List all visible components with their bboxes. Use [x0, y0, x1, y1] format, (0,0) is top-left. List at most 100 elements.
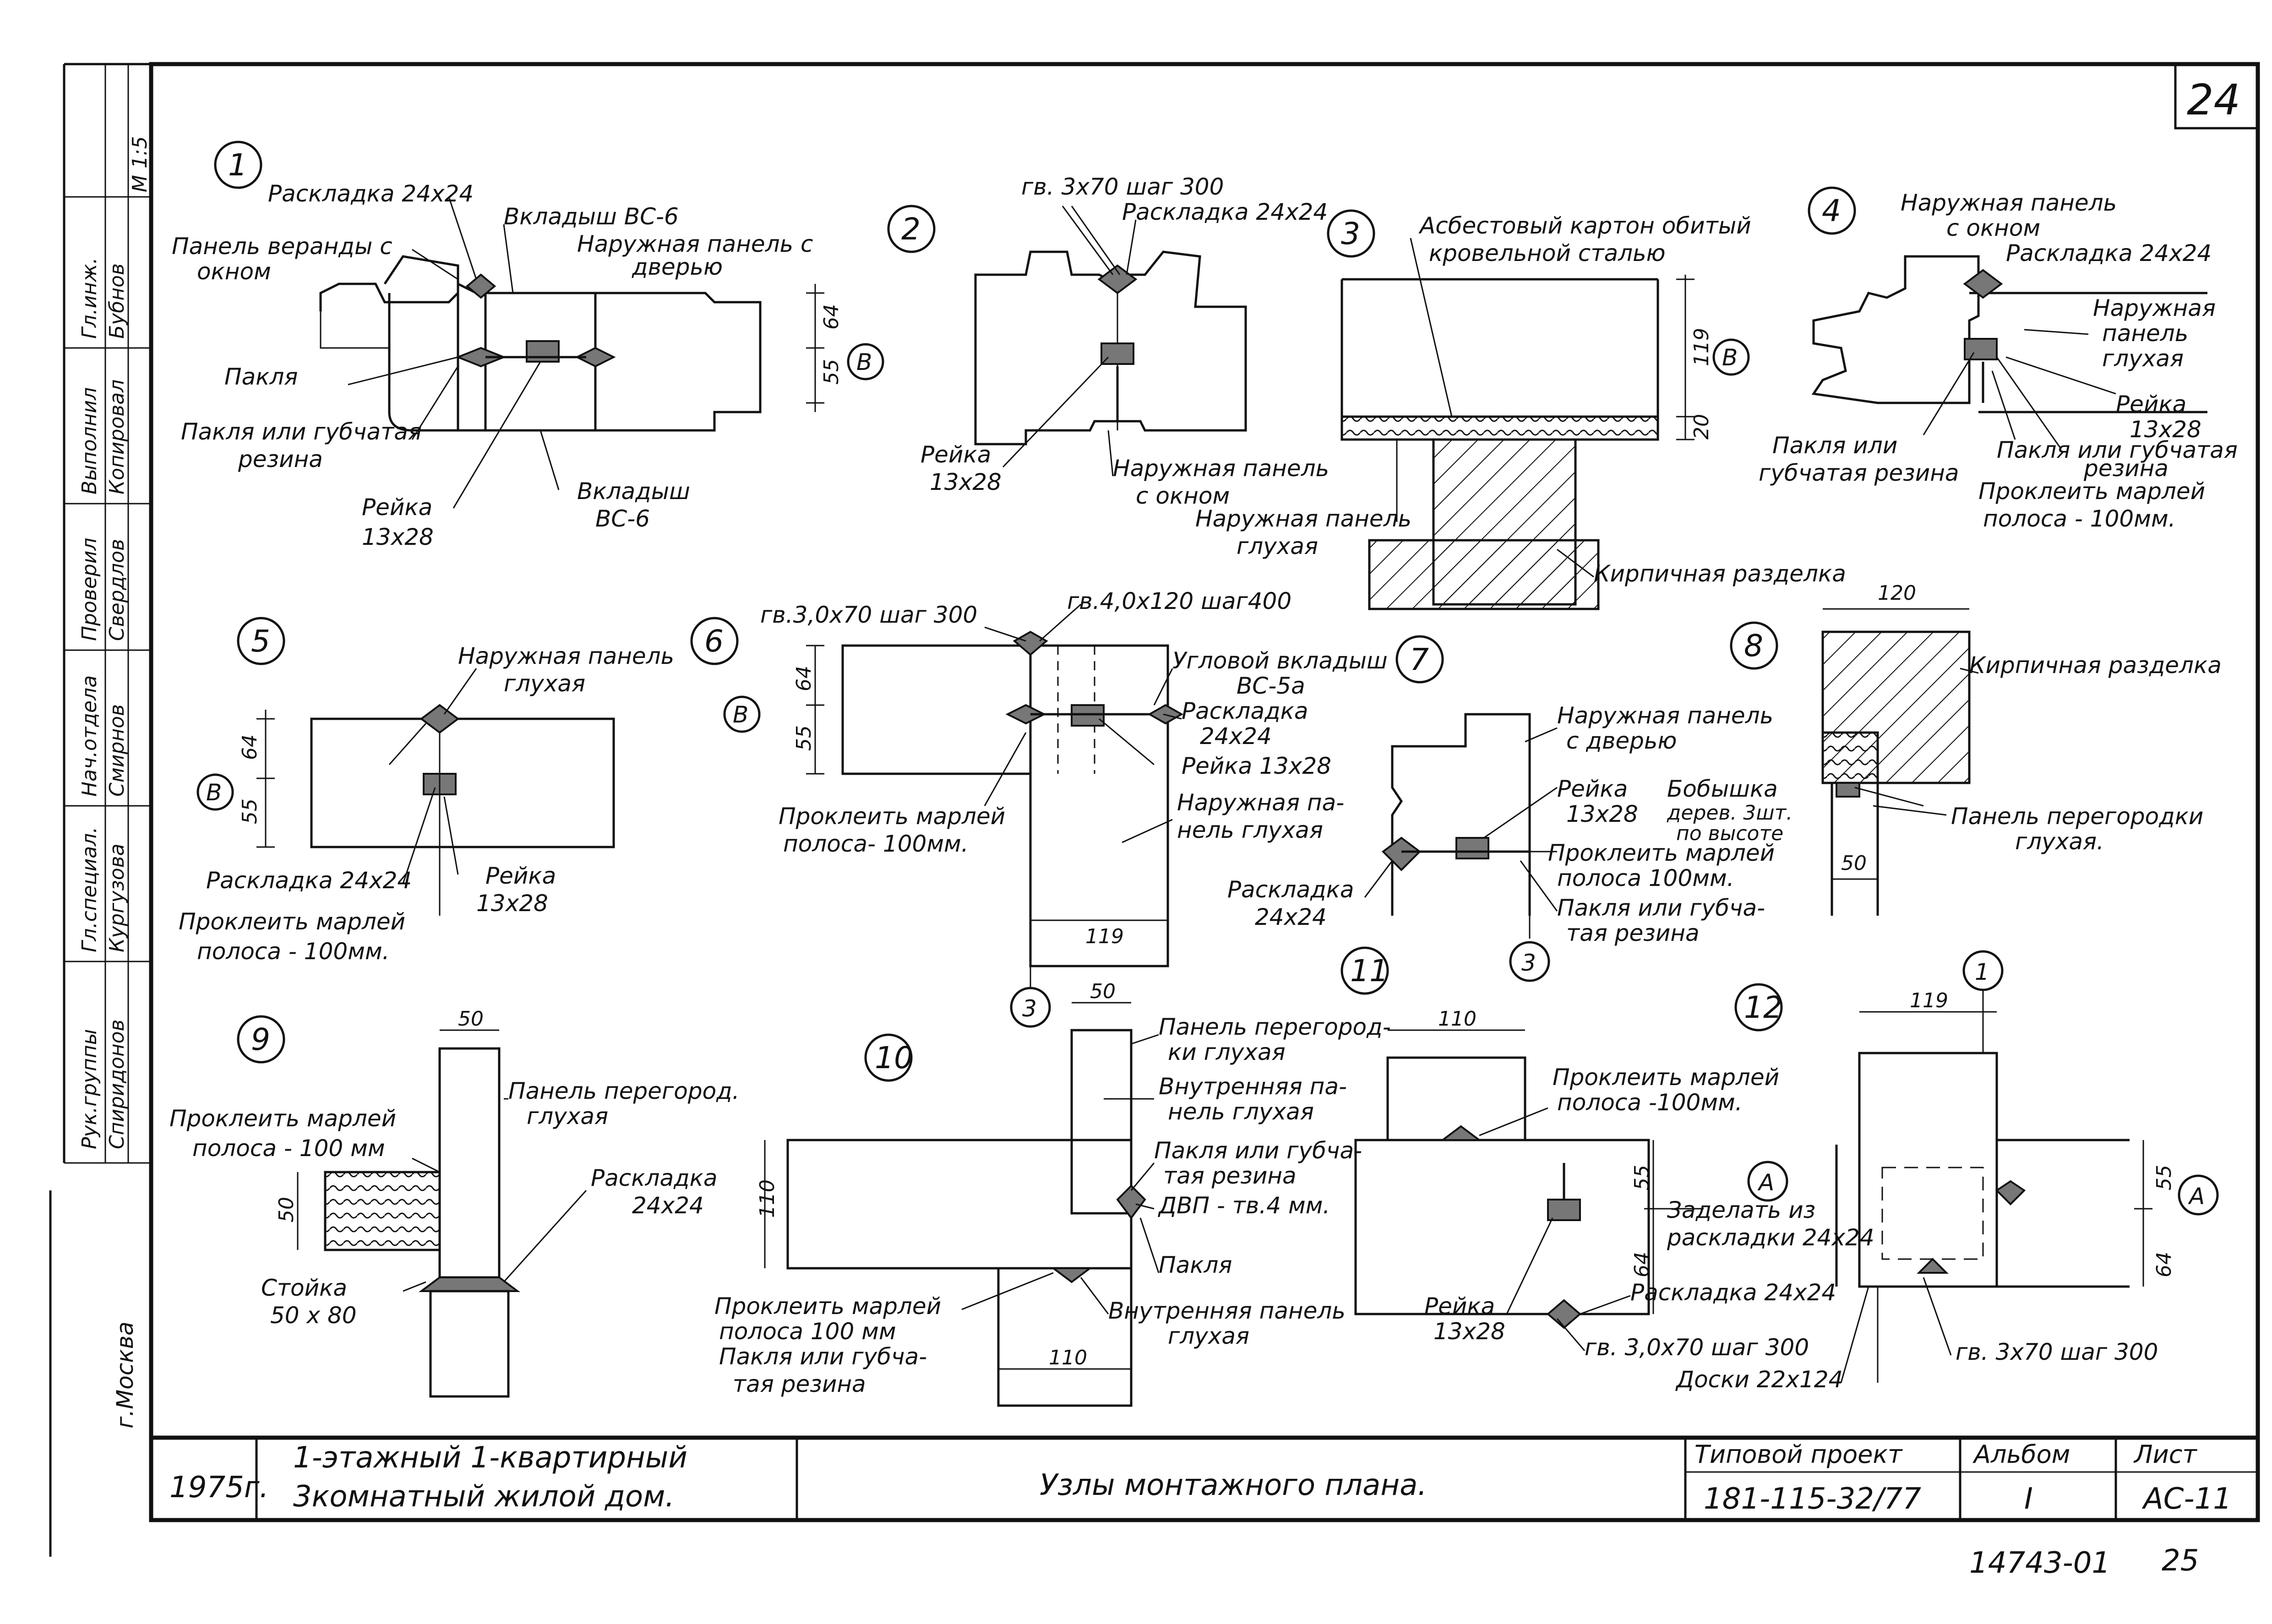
node-4-label-a: Наружная панель	[1901, 190, 2117, 216]
node-5-label-g: полоса - 100мм.	[197, 938, 390, 965]
tb-album-label: Альбом	[1972, 1440, 2070, 1469]
node-2-number: 2	[901, 212, 921, 247]
node-9-label-d: глухая	[527, 1103, 608, 1130]
node-3-label-b: кровельной сталью	[1429, 240, 1666, 266]
node-6-ref: 3	[1022, 995, 1037, 1022]
node-11-label-b: полоса -100мм.	[1557, 1089, 1743, 1116]
node-9-label-a: Проклеить марлей	[169, 1105, 396, 1132]
node-2-label-a: гв. 3х70 шаг 300	[1021, 174, 1224, 200]
node-10-number: 10	[875, 1040, 913, 1075]
node-5: 5 64 55 В Наружная панель глухая Расклад…	[179, 617, 674, 965]
node-1-label-m: ВС-6	[595, 505, 650, 532]
stamp-name-1: Спиридонов	[105, 1019, 129, 1149]
node-1-label-g: Пакля	[224, 364, 298, 390]
node-6-label-g: Рейка 13х28	[1182, 753, 1331, 779]
node-4-label-h: 13х28	[2130, 416, 2201, 443]
sheet-number-box	[2174, 63, 2259, 130]
node-9-number: 9	[251, 1022, 270, 1057]
stamp-scale: М 1:5	[128, 136, 152, 192]
node-7-label-a: Наружная панель	[1557, 702, 1773, 729]
node-1-label-b: Вкладыш ВС-6	[504, 203, 679, 230]
node-6-label-i: нель глухая	[1177, 817, 1323, 843]
tb-project-label: Типовой проект	[1694, 1440, 1903, 1469]
node-11-label-g: Раскладка 24х24	[1630, 1279, 1836, 1306]
stamp-city: г.Москва	[112, 1321, 138, 1428]
node-10-label-f: тая резина	[1163, 1162, 1297, 1189]
node-10-label-g: ДВП - тв.4 мм.	[1158, 1192, 1330, 1219]
node-12-ref: 1	[1975, 959, 1989, 985]
node-9-label-h: 50 х 80	[270, 1302, 357, 1329]
node-10-label-j: полоса 100 мм	[719, 1318, 896, 1345]
node-4-label-e: панель	[2102, 320, 2188, 347]
node-9-label-g: Стойка	[261, 1275, 347, 1301]
node-1-dim-64: 64	[820, 304, 843, 330]
node-1-label-c: Наружная панель с	[577, 231, 813, 257]
inventory-number: 14743-01	[1969, 1546, 2110, 1580]
node-4-label-j: губчатая резина	[1759, 460, 1959, 486]
sheet-frame	[149, 62, 2260, 1522]
node-4: 4 Наружная панель с окном Раскладка 24х2…	[1759, 186, 2238, 532]
node-5-label-b: глухая	[504, 670, 585, 697]
node-12-label-b: гв. 3х70 шаг 300	[1956, 1339, 2158, 1365]
node-6-dim-64: 64	[792, 666, 816, 691]
node-1: 1 64 55 В Раскладка 24х24 Вкладыш ВС-6 Н…	[172, 141, 884, 550]
node-11-dim-55: 55	[1630, 1165, 1654, 1190]
node-5-label-c: Раскладка 24х24	[206, 867, 412, 894]
node-9-dim-50-top: 50	[458, 1007, 484, 1031]
stamp-role-3: Нач.отдела	[78, 675, 101, 797]
node-1-label-h: Пакля или губчатая	[181, 418, 422, 445]
stamp-name-6: Бубнов	[105, 263, 129, 339]
node-4-label-c: Раскладка 24х24	[2006, 240, 2212, 266]
node-7: 7 3 Наружная панель с дверью Рейка 13х28…	[1227, 635, 1775, 982]
node-11-label-c: Заделать из	[1667, 1197, 1815, 1223]
node-8-number: 8	[1744, 628, 1763, 663]
node-5-label-a: Наружная панель	[458, 643, 674, 669]
node-9-label-c: Панель перегород.	[508, 1078, 740, 1104]
node-6-label-f: 24х24	[1200, 723, 1272, 750]
node-9-label-f: 24х24	[632, 1192, 704, 1219]
node-2-label-c: Рейка	[921, 441, 991, 468]
node-8-label-c: дерев. 3шт.	[1667, 801, 1793, 825]
node-1-label-l: Вкладыш	[577, 478, 690, 505]
node-10-dim-110-bot: 110	[1049, 1346, 1087, 1369]
node-5-dim-64: 64	[238, 734, 262, 760]
node-11-label-h: гв. 3,0х70 шаг 300	[1585, 1334, 1809, 1361]
node-11-label-e: Рейка	[1424, 1293, 1495, 1320]
node-10-label-c: Внутренняя па-	[1159, 1073, 1347, 1100]
node-6-dim-119: 119	[1085, 925, 1124, 948]
node-10-dim-110-side: 110	[756, 1179, 779, 1218]
node-5-number: 5	[251, 624, 270, 659]
node-8-label-d: по высоте	[1676, 822, 1783, 845]
tb-sheet-value: АС-11	[2141, 1482, 2232, 1516]
node-7-label-e: Раскладка	[1227, 876, 1354, 903]
node-10-label-l: тая резина	[733, 1371, 866, 1397]
node-1-axis: В	[856, 349, 872, 375]
node-11-axis: А	[1757, 1169, 1774, 1196]
node-4-label-g: Рейка	[2116, 391, 2186, 418]
tb-sheet-title: Узлы монтажного плана.	[1040, 1468, 1427, 1502]
node-9-label-b: полоса - 100 мм	[192, 1135, 385, 1162]
node-1-label-d: дверью	[632, 254, 723, 280]
node-5-label-e: 13х28	[476, 890, 548, 917]
node-7-label-c: Рейка	[1557, 776, 1628, 802]
node-1-dim-55: 55	[820, 359, 843, 385]
node-5-dim-55: 55	[238, 798, 262, 824]
stamp-role-2: Гл.специал.	[78, 827, 101, 952]
sheet-number: 24	[2187, 76, 2240, 125]
node-10-label-d: нель глухая	[1168, 1098, 1314, 1125]
node-8: 8 120 50 Кирпичная разделка Бобышка дере…	[1667, 581, 2222, 916]
node-8-label-b: Бобышка	[1667, 776, 1778, 802]
node-12-label-a: Доски 22х124	[1675, 1366, 1843, 1393]
tb-project-code: 181-115-32/77	[1704, 1482, 1921, 1516]
node-8-label-a: Кирпичная разделка	[1969, 652, 2222, 679]
page-number: 25	[2162, 1544, 2199, 1578]
node-10-label-n: глухая	[1168, 1323, 1249, 1349]
node-11: 11 110 55 64 А Проклеить марлей полоса -…	[1340, 946, 1874, 1361]
node-3-label-c: Наружная панель	[1195, 505, 1411, 532]
node-3: 3 119 20 В Асбестовый картон обитый кров…	[1195, 209, 1846, 610]
node-3-label-a: Асбестовый картон обитый	[1418, 212, 1751, 239]
node-2-label-f: с окном	[1136, 483, 1230, 509]
node-4-label-i: Пакля или	[1772, 432, 1897, 459]
node-2-label-b: Раскладка 24х24	[1122, 199, 1328, 225]
